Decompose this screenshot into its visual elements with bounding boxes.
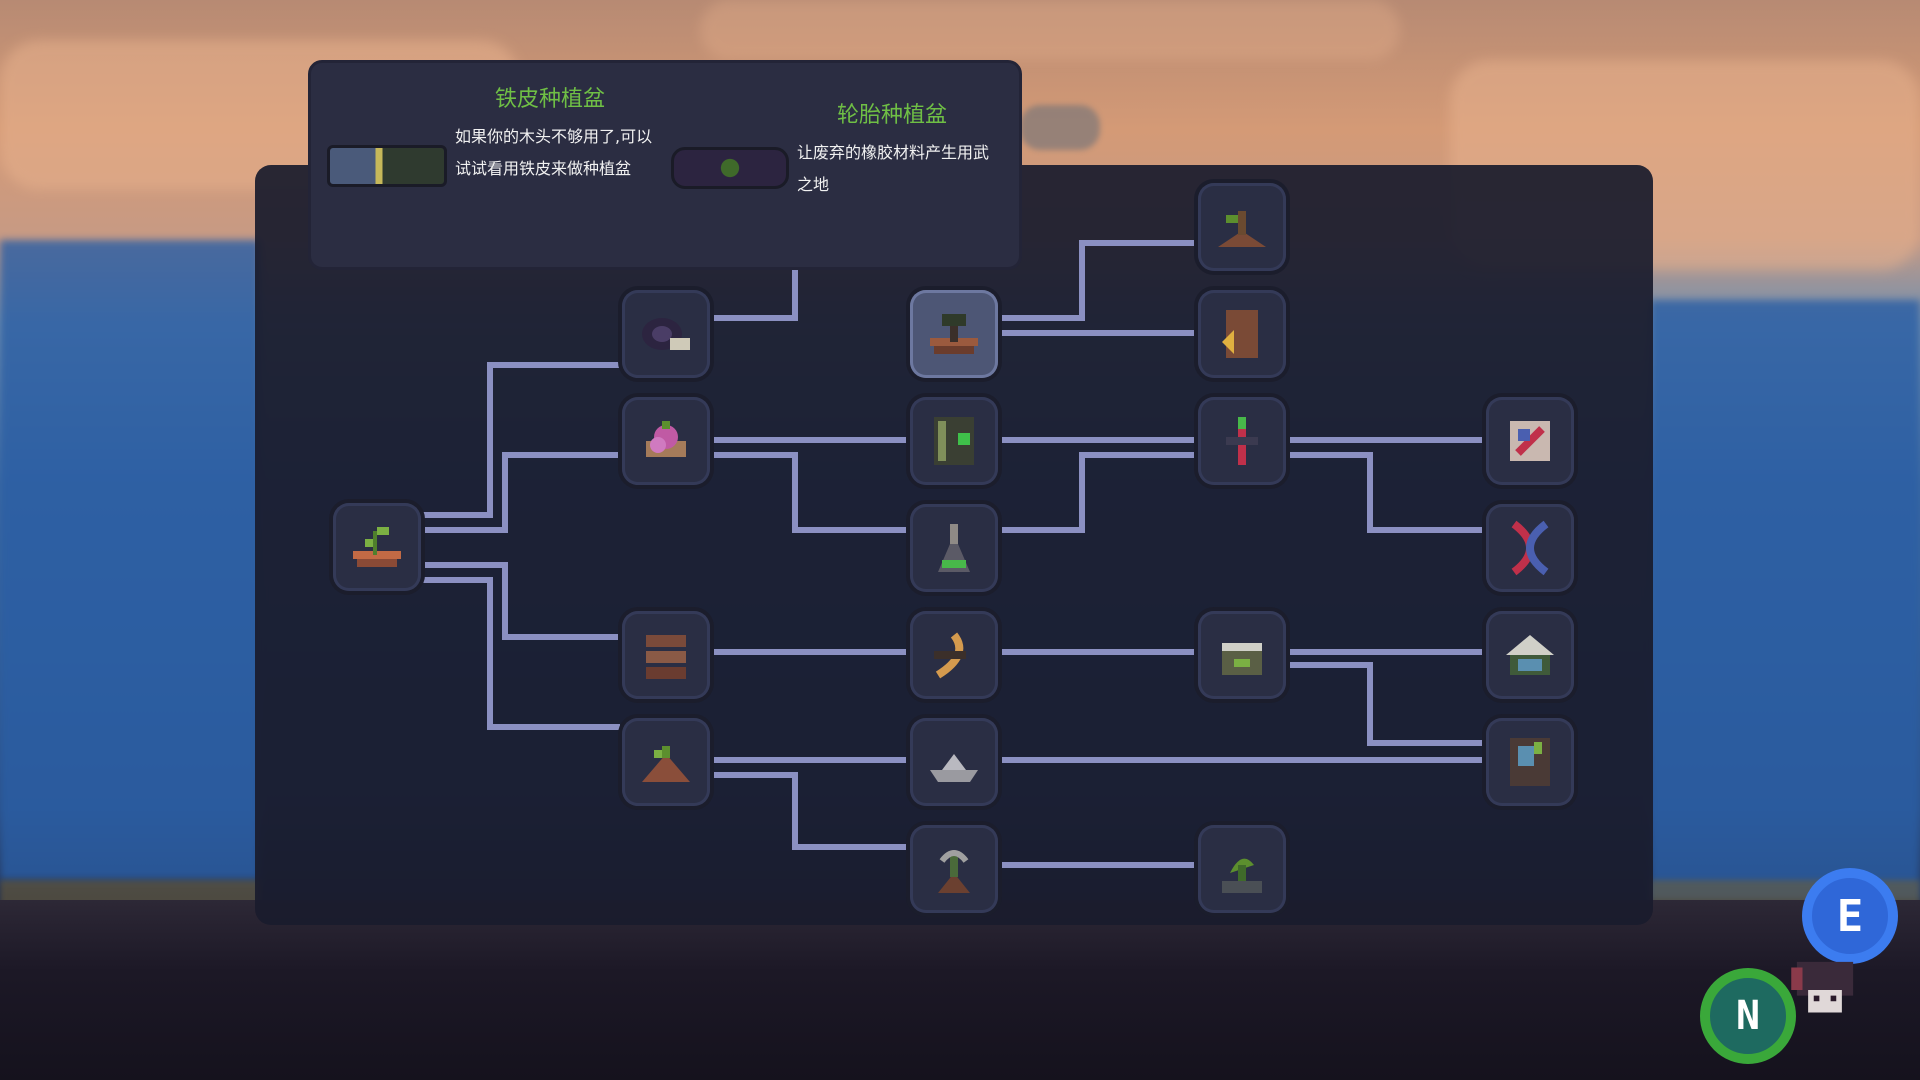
sprout-tray-icon (1222, 858, 1262, 893)
tree-node-bow-crossbow[interactable] (910, 611, 998, 699)
flower-bundle-icon (646, 421, 686, 457)
player-avatar (1780, 950, 1870, 1030)
tree-node-greenhouse[interactable] (1486, 611, 1574, 699)
soil-mound-icon (642, 746, 690, 782)
tree-node-flask[interactable] (910, 504, 998, 592)
tire-pot-thumbnail (671, 147, 789, 189)
iron-pot-thumbnail (327, 145, 447, 187)
iron-pot-icon (930, 314, 978, 354)
stacked-logs-icon (646, 635, 686, 679)
tree-node-tire-pot[interactable] (622, 290, 710, 378)
tree-node-stacked-logs[interactable] (622, 611, 710, 699)
panel-shade (1020, 105, 1100, 150)
n-key-prompt[interactable]: N (1700, 968, 1796, 1064)
tire-pot-icon (642, 318, 690, 350)
tooltip-title-1: 铁皮种植盆 (495, 87, 606, 112)
tree-node-dna[interactable] (1486, 504, 1574, 592)
flask-icon (938, 524, 970, 572)
tree-node-soil-mound[interactable] (622, 718, 710, 806)
tree-node-seedling-pot[interactable] (333, 503, 421, 591)
tree-node-red-sword[interactable] (1198, 397, 1286, 485)
crossbow-icon (934, 632, 966, 679)
tree-node-notebook[interactable] (910, 397, 998, 485)
seedling-pot-icon (353, 527, 401, 567)
tree-node-sprout-soil[interactable] (1198, 183, 1286, 271)
ground (0, 900, 1920, 1080)
e-key-label: E (1836, 890, 1864, 942)
wood-shield-icon (1222, 310, 1258, 358)
tree-node-blueprint[interactable] (1486, 397, 1574, 485)
tooltip-title-2: 轮胎种植盆 (837, 103, 948, 128)
dna-icon (1511, 520, 1549, 576)
tree-node-metal-bowl[interactable] (910, 718, 998, 806)
metal-bowl-icon (930, 754, 978, 782)
greenhouse-icon (1506, 635, 1554, 675)
tooltip-desc-1: 如果你的木头不够用了,可以试试看用铁皮来做种植盆 (455, 127, 653, 178)
tree-node-sprout-tray[interactable] (1198, 825, 1286, 913)
tree-node-iron-pot[interactable] (910, 290, 998, 378)
tree-node-book-plant[interactable] (1486, 718, 1574, 806)
blueprint-icon (1510, 421, 1550, 461)
item-tooltip: 铁皮种植盆 如果你的木头不够用了,可以试试看用铁皮来做种植盆 轮胎种植盆 让废弃… (308, 60, 1022, 270)
sword-icon (1226, 417, 1258, 465)
tree-node-flower-bundle[interactable] (622, 397, 710, 485)
headphone-plant-icon (938, 850, 970, 893)
tree-node-wood-shield[interactable] (1198, 290, 1286, 378)
tree-node-headphone-plant[interactable] (910, 825, 998, 913)
tree-node-plant-crate[interactable] (1198, 611, 1286, 699)
book-plant-icon (1510, 738, 1550, 786)
plant-crate-icon (1222, 643, 1262, 675)
sprout-soil-icon (1218, 211, 1266, 247)
n-key-label: N (1735, 993, 1761, 1039)
notebook-icon (934, 417, 974, 465)
e-key-prompt[interactable]: E (1802, 868, 1898, 964)
tooltip-desc-2: 让废弃的橡胶材料产生用武之地 (797, 143, 990, 194)
